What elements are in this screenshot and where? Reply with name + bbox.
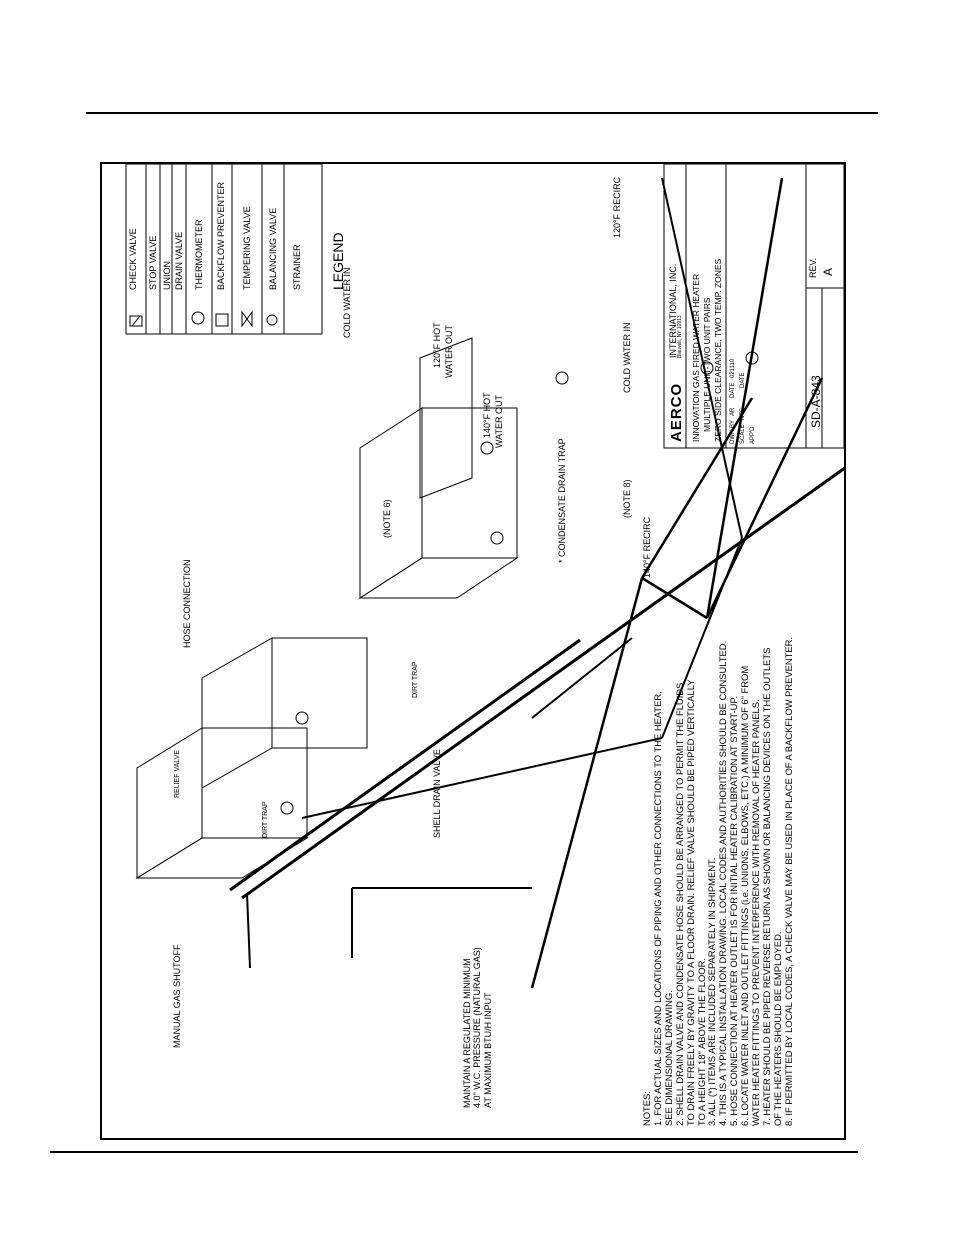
- legend-label-backflow: BACKFLOW PREVENTER: [216, 181, 226, 290]
- heater-unit-3: [358, 407, 519, 599]
- label-relief-valve: RELIEF VALVE: [174, 750, 181, 798]
- piping-diagram: [125, 164, 844, 989]
- dwn-by-label: DWN.BY: [730, 420, 736, 444]
- bottom-rule: [50, 1151, 858, 1153]
- notes-block: NOTES: 1. FOR ACTUAL SIZES AND LOCATIONS…: [641, 636, 795, 1126]
- valve-symbols: [280, 351, 759, 815]
- top-rule: [86, 112, 878, 114]
- aerco-logo: AERCO: [668, 382, 685, 442]
- legend-label-stop: STOP VALVE: [148, 235, 158, 290]
- title-line-2: MULTIPLE UNIT-TWO UNIT PAIRS: [702, 297, 712, 432]
- title-block-lines: [663, 164, 844, 449]
- rotated-drawing: LEGEND CHECK VALVE STOP VALVE UNION DRAI…: [102, 164, 844, 1138]
- date-label: DATE: [730, 382, 736, 398]
- legend-label-union: UNION: [162, 261, 172, 290]
- label-hot-140-a: 140°F HOT: [482, 392, 492, 438]
- label-shell-drain-valve: SHELL DRAIN VALVE: [432, 749, 442, 838]
- label-recirc-120: 120°F RECIRC: [612, 176, 622, 238]
- company-address: Blauvelt, NY 10913: [677, 315, 683, 358]
- appd-label: APP'D: [750, 426, 756, 444]
- label-hot-140-b: WATER OUT: [494, 395, 504, 448]
- title-line-3: ZERO SIDE CLEARANCE, TWO TEMP. ZONES: [713, 258, 723, 442]
- label-recirc-140: 140°F RECIRC: [642, 516, 652, 578]
- scale-label: SCALE: [740, 424, 746, 444]
- scale-value: NTS: [740, 408, 746, 420]
- date2-label: DATE: [740, 372, 746, 388]
- title-line-1: INNOVATION GAS FIRED WATER HEATER: [691, 273, 701, 442]
- legend-label-thermometer: THERMOMETER: [194, 219, 204, 291]
- label-hot-120-b: WATER OUT: [444, 325, 454, 378]
- rev-value: A: [821, 267, 835, 276]
- legend-table: [125, 164, 323, 335]
- legend-label-check: CHECK VALVE: [128, 228, 138, 290]
- heater-unit-4: [419, 337, 473, 499]
- legend-label-drain: DRAIN VALVE: [174, 231, 184, 290]
- recirc-line: [301, 177, 743, 819]
- label-cold-water-in-1: COLD WATER IN: [342, 267, 352, 338]
- gas-note-line-3: AT MAXIMUM BTU/H INPUT: [482, 992, 493, 1108]
- gas-note-line-2: 4.0" W.C. PRESSURE (NATURAL GAS): [472, 947, 483, 1108]
- legend-label-strainer: STRAINER: [292, 244, 302, 290]
- heater-unit-2: [201, 637, 368, 789]
- drawing-number: SD-A-843: [809, 375, 823, 428]
- label-hose-connection: HOSE CONNECTION: [182, 559, 192, 648]
- gas-pressure-note: MAINTAIN A REGULATED MINIMUM 4.0" W.C. P…: [462, 947, 493, 1108]
- date-value: 021110: [730, 358, 736, 378]
- label-cold-water-in-2: COLD WATER IN: [622, 322, 632, 393]
- label-dirt-trap-1: DIRT TRAP: [262, 801, 269, 838]
- cold-water-header: [530, 177, 824, 989]
- drawing-frame: LEGEND CHECK VALVE STOP VALVE UNION DRAI…: [100, 162, 846, 1140]
- gas-note-line-1: MAINTAIN A REGULATED MINIMUM: [462, 958, 472, 1108]
- legend-label-balancing: BALANCING VALVE: [268, 207, 278, 290]
- legend-label-tempering: TEMPERING VALVE: [242, 206, 252, 290]
- note-line: TO DRAIN FREELY BY GRAVITY TO A FLOOR DR…: [684, 679, 696, 1126]
- heater-unit-1: [135, 727, 309, 879]
- label-note-6: (NOTE 6): [382, 499, 392, 538]
- rev-label: REV.: [808, 257, 818, 278]
- label-condensate-trap: * CONDENSATE DRAIN TRAP: [557, 438, 567, 563]
- label-note-8: (NOTE 8): [622, 479, 632, 518]
- gas-line: [246, 887, 532, 969]
- dwn-by-value: AR: [730, 407, 736, 416]
- note-line: 2. SHELL DRAIN VALVE AND CONDENSATE HOSE…: [673, 682, 685, 1126]
- label-manual-gas-shutoff: MANUAL GAS SHUTOFF: [172, 944, 182, 1048]
- label-hot-120-a: 120°F HOT: [432, 322, 442, 368]
- label-dirt-trap-2: DIRT TRAP: [412, 661, 419, 698]
- legend-symbols: [129, 310, 278, 328]
- note-line: 8. IF PERMITTED BY LOCAL CODES, A CHECK …: [782, 636, 794, 1126]
